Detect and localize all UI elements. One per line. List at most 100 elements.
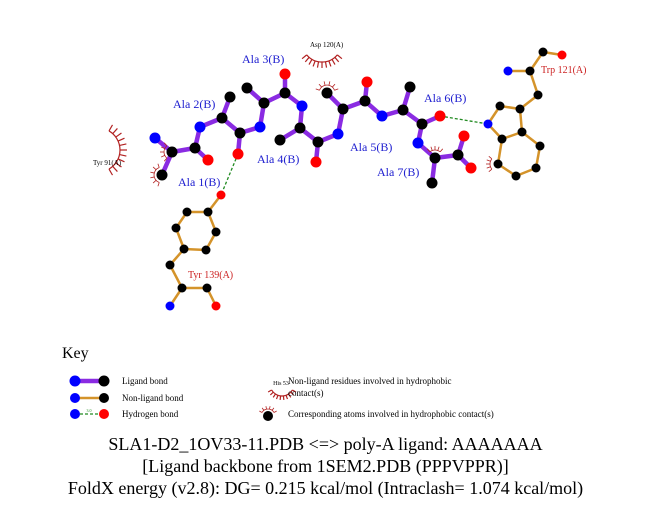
carbon-atom <box>263 411 273 421</box>
carbon-atom <box>202 283 212 293</box>
hydrogen-bond <box>220 153 239 196</box>
hydrophobic-atom-marker-icon <box>486 155 493 173</box>
carbon-atom <box>279 87 291 99</box>
key-hydrophobic-residue-example: His 53 <box>273 381 289 387</box>
carbon-atom <box>224 91 236 103</box>
carbon-atom <box>359 95 371 107</box>
nitrogen-atom <box>376 110 388 122</box>
key-hydrophobic-residues-label: Non-ligand residues involved in hydropho… <box>288 376 451 386</box>
residue-label-ala2: Ala 2(B) <box>173 97 215 111</box>
carbon-atom <box>179 244 189 254</box>
residue-label-ala4: Ala 4(B) <box>257 152 299 166</box>
oxygen-atom <box>458 130 470 142</box>
hydrogen-bond <box>439 115 489 125</box>
oxygen-atom <box>216 190 226 200</box>
hydrophobic-atom-marker-icon <box>426 146 444 153</box>
carbon-atom <box>156 169 168 181</box>
nitrogen-atom <box>296 100 308 112</box>
carbon-atom <box>416 118 428 130</box>
carbon-atom <box>203 207 213 217</box>
residue-label-ala5: Ala 5(B) <box>350 140 392 154</box>
carbon-atom <box>495 101 505 111</box>
nitrogen-atom <box>332 128 344 140</box>
nitrogen-atom <box>483 119 493 129</box>
oxygen-atom <box>279 68 291 80</box>
carbon-atom <box>98 375 110 387</box>
carbon-atom <box>531 163 541 173</box>
carbon-atom <box>211 227 221 237</box>
residue-label-asp120: Asp 120(A) <box>310 41 344 49</box>
nitrogen-atom <box>412 137 424 149</box>
carbon-atom <box>497 134 507 144</box>
carbon-atom <box>177 283 187 293</box>
oxygen-atom <box>557 50 567 60</box>
key-hydrophobic-atoms-label: Corresponding atoms involved in hydropho… <box>288 409 494 419</box>
nitrogen-atom <box>70 393 80 403</box>
carbon-atom <box>533 90 543 100</box>
carbon-atom <box>538 47 548 57</box>
residue-label-ala3: Ala 3(B) <box>242 52 284 66</box>
carbon-atom <box>294 122 306 134</box>
nitrogen-atom <box>149 132 161 144</box>
footer-line-1: SLA1-D2_1OV33-11.PDB <=> poly-A ligand: … <box>108 434 543 454</box>
carbon-atom <box>525 66 535 76</box>
hydrophobic-atom-marker-icon <box>160 142 168 162</box>
footer-line-2: [Ligand backbone from 1SEM2.PDB (PPPVPPR… <box>142 456 509 476</box>
carbon-atom <box>258 97 270 109</box>
hydrophobic-atom-marker-icon <box>315 81 339 91</box>
nitrogen-atom <box>165 301 175 311</box>
residue-label-ala1: Ala 1(B) <box>178 175 220 189</box>
carbon-atom <box>517 127 527 137</box>
carbon-atom <box>99 393 109 403</box>
residue-label-tyr91: Tyr 91(A) <box>93 159 122 167</box>
carbon-atom <box>397 104 409 116</box>
key-nonligand-bond-label: Non-ligand bond <box>122 393 184 403</box>
oxygen-atom <box>202 154 214 166</box>
carbon-atom <box>189 142 201 154</box>
carbon-atom <box>511 171 521 181</box>
oxygen-atom <box>99 409 109 419</box>
carbon-atom <box>171 223 181 233</box>
oxygen-atom <box>465 162 477 174</box>
key-ligand-bond-label: Ligand bond <box>122 376 168 386</box>
carbon-atom <box>515 104 525 114</box>
carbon-atom <box>201 245 211 255</box>
oxygen-atom <box>310 156 322 168</box>
carbon-atom <box>274 134 286 146</box>
residue-label-tyr139: Tyr 139(A) <box>188 270 233 281</box>
carbon-atom <box>216 112 228 124</box>
nitrogen-atom <box>69 375 81 387</box>
carbon-atom <box>241 82 253 94</box>
carbon-atom <box>234 127 246 139</box>
residue-label-ala6: Ala 6(B) <box>424 91 466 105</box>
carbon-atom <box>182 207 192 217</box>
oxygen-atom <box>361 76 373 88</box>
carbon-atom <box>312 136 324 148</box>
nitrogen-atom <box>70 409 80 419</box>
footer-line-3: FoldX energy (v2.8): DG= 0.215 kcal/mol … <box>67 478 584 498</box>
carbon-atom <box>452 149 464 161</box>
key-hbond-distance: 3.0 <box>87 408 92 413</box>
residue-label-ala7: Ala 7(B) <box>377 165 419 179</box>
hydrophobic-contact-asp120-icon <box>301 54 343 68</box>
key-hydrophobic-contact-icon <box>267 389 297 400</box>
carbon-atom <box>165 260 175 270</box>
carbon-atom <box>321 87 333 99</box>
nitrogen-atom <box>503 66 513 76</box>
key-title: Key <box>62 345 89 362</box>
key-hydrophobic-residues-label-cont: contact(s) <box>288 388 323 398</box>
carbon-atom <box>404 81 416 93</box>
oxygen-atom <box>211 301 221 311</box>
residue-label-trp121: Trp 121(A) <box>541 65 586 76</box>
carbon-atom <box>426 177 438 189</box>
oxygen-atom <box>434 110 446 122</box>
hydrophobic-contact-tyr91-icon <box>108 124 127 176</box>
nitrogen-atom <box>254 121 266 133</box>
carbon-atom <box>493 159 503 169</box>
carbon-atom <box>337 103 349 115</box>
carbon-atom <box>166 146 178 158</box>
carbon-atom <box>535 141 545 151</box>
key-hydrophobic-atom-icon <box>259 406 277 413</box>
